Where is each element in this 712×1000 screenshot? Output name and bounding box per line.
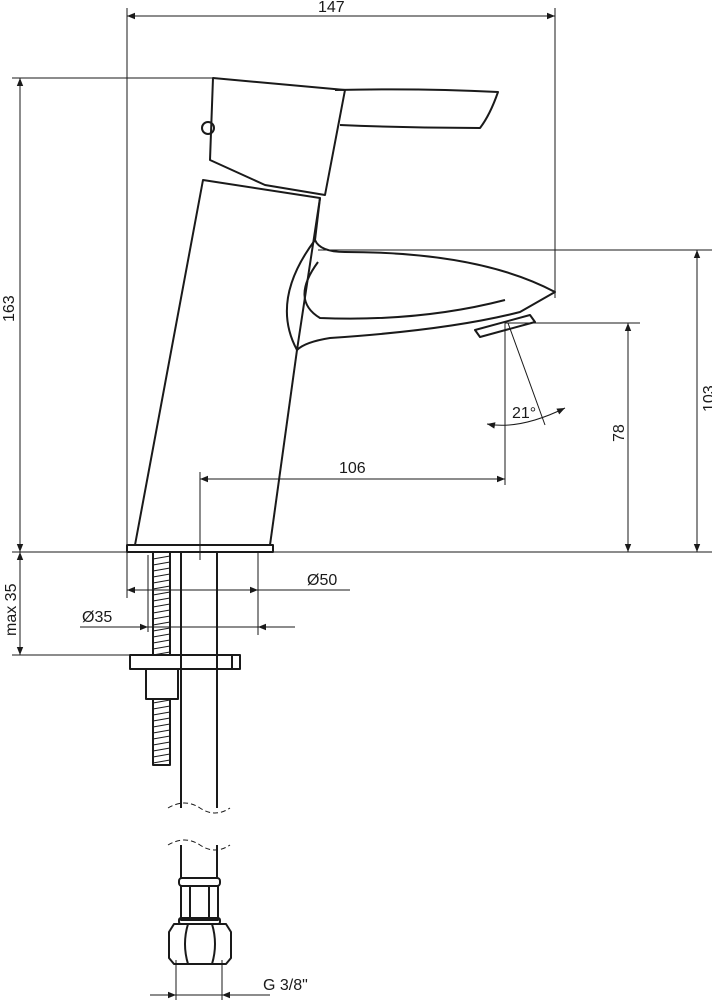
thread-line (152, 759, 171, 764)
thread-line (152, 735, 171, 740)
mounting-hardware (129, 551, 241, 965)
label-hole-diameter: Ø35 (82, 609, 112, 626)
thread-line (152, 633, 171, 638)
dimension-lines (16, 12, 701, 999)
extension-lines (12, 8, 712, 1000)
thread-line (152, 627, 171, 632)
label-reach: 106 (339, 460, 366, 477)
thread-line (152, 555, 171, 560)
thread-line (152, 567, 171, 572)
thread-line (152, 591, 171, 596)
thread-line (152, 705, 171, 710)
thread-line (152, 579, 171, 584)
thread-line (152, 621, 171, 626)
label-aerator-height: 78 (611, 424, 628, 442)
label-connection: G 3/8" (263, 977, 308, 994)
thread-line (152, 717, 171, 722)
thread-line (152, 609, 171, 614)
thread-line (152, 723, 171, 728)
thread-line (152, 645, 171, 650)
thread-line (152, 585, 171, 590)
faucet-body (126, 77, 556, 553)
label-height-total: 163 (1, 295, 18, 322)
label-max-deck: max 35 (3, 583, 20, 636)
thread-line (152, 603, 171, 608)
thread-line (152, 741, 171, 746)
thread-line (152, 729, 171, 734)
label-spray-angle: 21° (512, 405, 536, 422)
thread-line (152, 573, 171, 578)
thread-line (152, 747, 171, 752)
thread-line (152, 753, 171, 758)
label-base-diameter: Ø50 (307, 572, 337, 589)
thread-line (152, 699, 171, 704)
thread-line (152, 639, 171, 644)
label-width-total: 147 (318, 0, 345, 16)
thread-line (152, 615, 171, 620)
label-spout-height: 103 (701, 385, 712, 412)
thread-line (152, 561, 171, 566)
thread-line (152, 597, 171, 602)
thread-line (152, 711, 171, 716)
